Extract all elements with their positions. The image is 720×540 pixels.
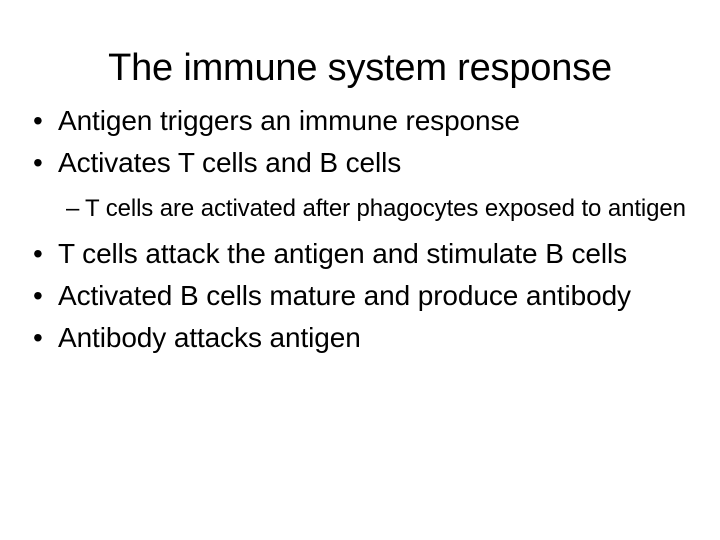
sub-list-item-label: T cells are activated after phagocytes e… — [85, 195, 686, 222]
slide-body: • Antigen triggers an immune response • … — [28, 100, 696, 359]
list-item: • Antibody attacks antigen — [28, 317, 696, 359]
list-item: • Antigen triggers an immune response — [28, 100, 696, 142]
bullet-dot-icon: • — [33, 280, 43, 311]
list-item: • Activates T cells and B cells — [28, 142, 696, 184]
list-item-label: T cells attack the antigen and stimulate… — [58, 238, 627, 269]
list-item-label: Antigen triggers an immune response — [58, 105, 520, 136]
list-item: • Activated B cells mature and produce a… — [28, 275, 696, 317]
list-item: • T cells attack the antigen and stimula… — [28, 233, 696, 275]
bullet-dot-icon: • — [33, 238, 43, 269]
bullet-dash-icon: – — [66, 195, 80, 222]
sub-list-item: – T cells are activated after phagocytes… — [28, 191, 696, 227]
list-item-label: Activated B cells mature and produce ant… — [58, 280, 631, 311]
bullet-dot-icon: • — [33, 105, 43, 136]
bullet-dot-icon: • — [33, 147, 43, 178]
list-item-label: Antibody attacks antigen — [58, 322, 361, 353]
list-item-label: Activates T cells and B cells — [58, 147, 402, 178]
page-title: The immune system response — [108, 47, 612, 89]
bullet-dot-icon: • — [33, 322, 43, 353]
